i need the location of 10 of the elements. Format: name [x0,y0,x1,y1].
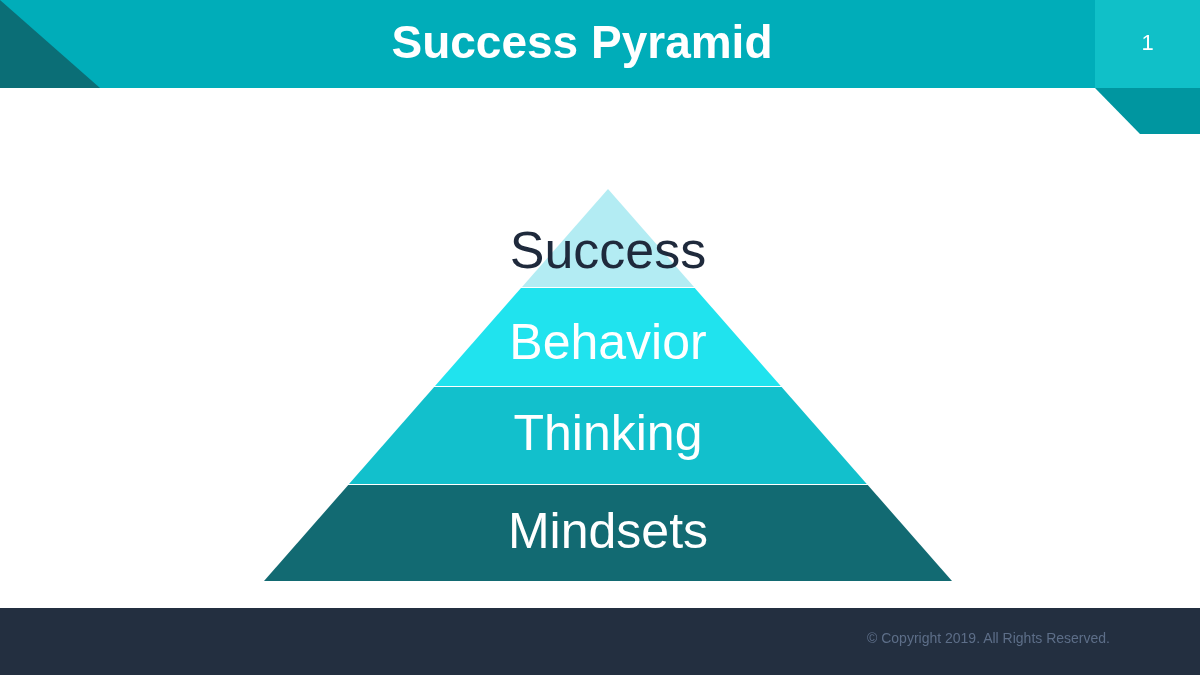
slide-title: Success Pyramid [391,15,774,70]
pyramid-tier [264,485,952,581]
tier-label: Thinking [513,406,703,461]
tier-label: Mindsets [507,504,709,559]
pyramid-tier [435,288,781,386]
pyramid-tier [349,387,867,484]
tier-label: Success [509,222,707,280]
page-number: 1 [1140,30,1155,57]
tier-label: Behavior [509,315,707,370]
copyright-notice: © Copyright 2019. All Rights Reserved. [867,630,1110,647]
